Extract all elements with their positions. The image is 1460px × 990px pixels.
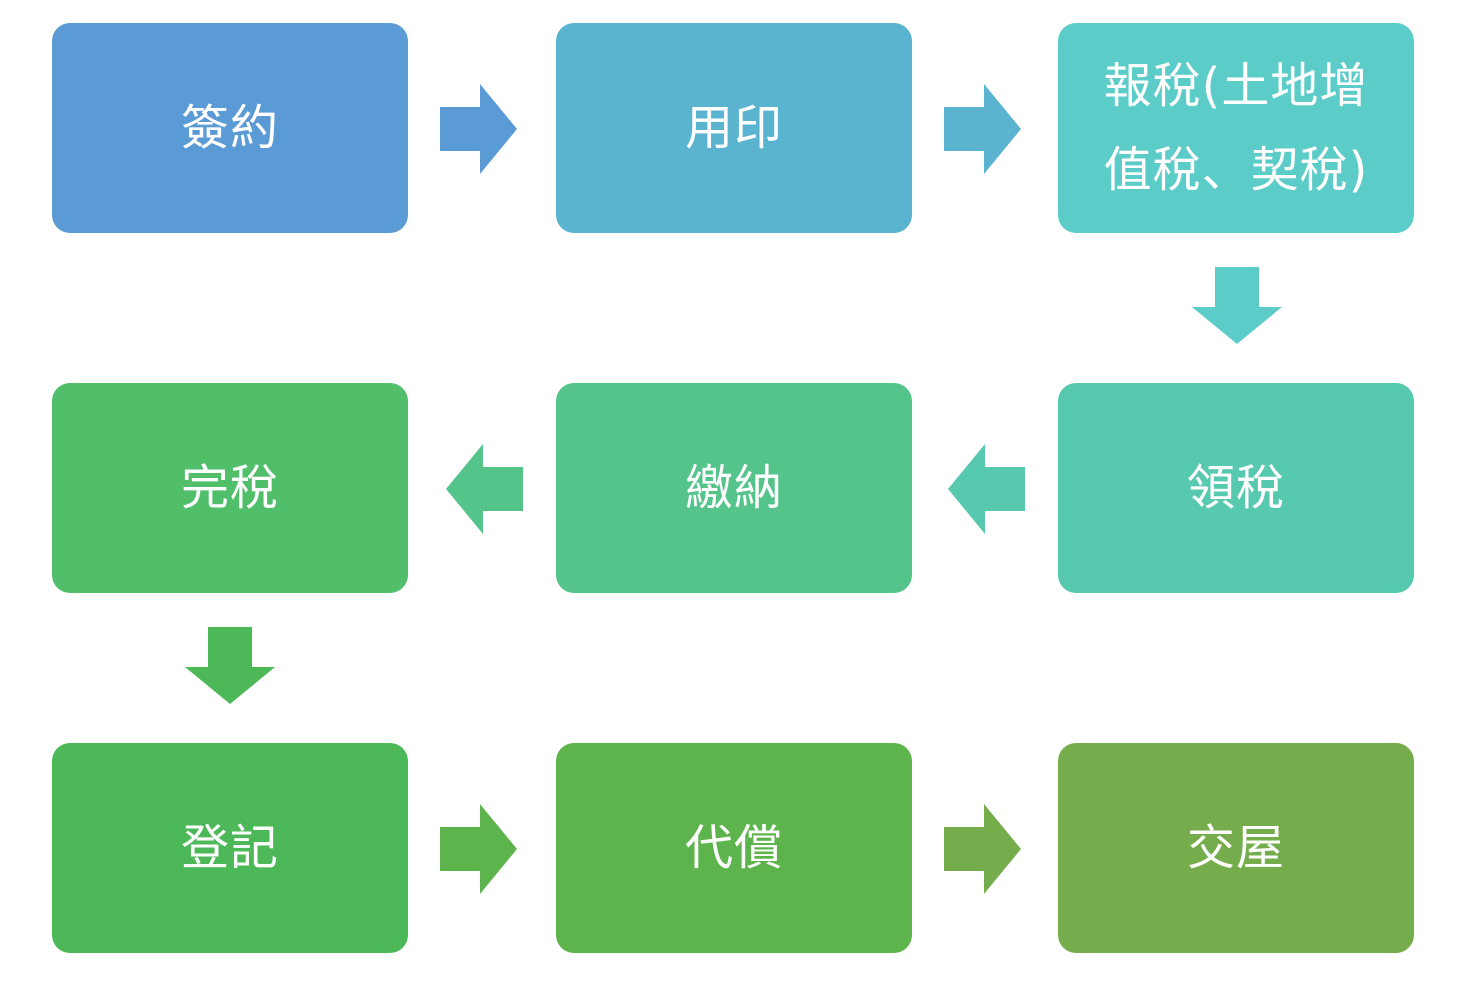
step-payment: 繳納 <box>556 383 912 593</box>
step-signing-label: 簽約 <box>180 100 279 156</box>
step-payment-label: 繳納 <box>684 460 783 516</box>
step-loan-payoff: 代償 <box>556 743 912 953</box>
step-loan-payoff-label: 代償 <box>684 820 783 876</box>
arrow-right-icon <box>944 804 1021 894</box>
arrow-down-icon <box>1192 267 1282 344</box>
step-tax-bill-collection: 領稅 <box>1058 383 1414 593</box>
step-tax-filing-label: 報稅(土地增值稅、契稅) <box>1103 58 1369 198</box>
step-tax-filing: 報稅(土地增值稅、契稅) <box>1058 23 1414 233</box>
step-registration: 登記 <box>52 743 408 953</box>
step-tax-completed-label: 完稅 <box>180 460 279 516</box>
step-stamping-label: 用印 <box>684 100 783 156</box>
arrow-right-icon <box>440 84 517 174</box>
step-tax-bill-collection-label: 領稅 <box>1186 460 1285 516</box>
arrow-right-icon <box>440 804 517 894</box>
arrow-down-icon <box>185 627 275 704</box>
step-signing: 簽約 <box>52 23 408 233</box>
step-tax-completed: 完稅 <box>52 383 408 593</box>
arrow-right-icon <box>944 84 1021 174</box>
step-house-handover-label: 交屋 <box>1186 820 1285 876</box>
arrow-left-icon <box>446 444 523 534</box>
step-stamping: 用印 <box>556 23 912 233</box>
step-registration-label: 登記 <box>180 820 279 876</box>
step-house-handover: 交屋 <box>1058 743 1414 953</box>
arrow-left-icon <box>948 444 1025 534</box>
